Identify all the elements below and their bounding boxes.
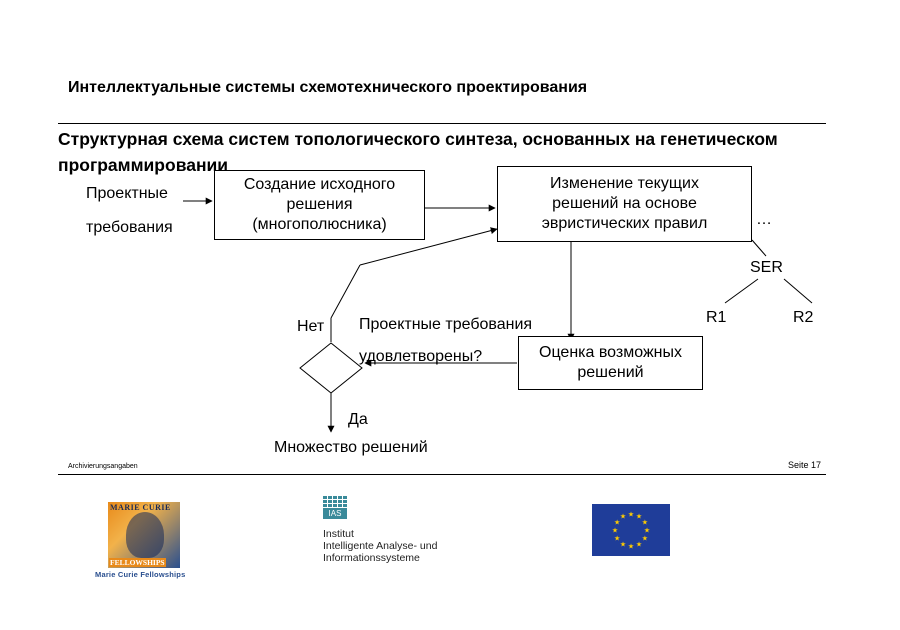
result-label: Множество решений (274, 439, 428, 456)
decision-label-line1: Проектные требования (359, 316, 533, 333)
ias-grid-icon (323, 496, 347, 507)
change-solutions-box: Изменение текущих решений на основе эври… (497, 166, 752, 242)
ser-label: SER (750, 259, 783, 276)
institute-line2: Intelligente Analyse- und (323, 540, 438, 552)
create-box-line2: решения (286, 196, 353, 213)
eu-star-icon: ★ (620, 513, 626, 521)
eu-star-icon: ★ (620, 540, 626, 548)
eu-star-icon: ★ (614, 519, 620, 527)
change-box-line1: Изменение текущих (550, 175, 699, 192)
r2-label: R2 (793, 309, 814, 326)
eval-box-line1: Оценка возможных (539, 344, 682, 361)
line-ser-to-r2 (783, 278, 813, 304)
footer-divider (58, 474, 826, 475)
ias-logo: IAS (323, 496, 349, 520)
arrow-no-to-change (359, 227, 498, 266)
eu-star-icon: ★ (612, 527, 618, 535)
page-number: Seite 17 (788, 460, 822, 470)
decision-diamond (299, 342, 363, 394)
ias-badge: IAS (323, 508, 347, 519)
mc-logo-top-text: MARIE CURIE (110, 503, 171, 512)
eu-star-icon: ★ (636, 513, 642, 521)
input-label-line1: Проектные (86, 185, 168, 202)
r1-label: R1 (706, 309, 727, 326)
institute-text: Institut Intelligente Analyse- und Infor… (323, 528, 437, 564)
line-change-to-ser (751, 239, 767, 257)
eu-flag: ★★★★★★★★★★★★ (592, 504, 670, 556)
line-ser-to-r1 (724, 278, 759, 304)
mc-logo-bottom-text: FELLOWSHIPS (109, 558, 166, 567)
institute-line1: Institut (323, 528, 354, 540)
eu-star-icon: ★ (628, 511, 634, 519)
ellipsis-label: … (756, 211, 772, 228)
create-solution-box: Создание исходного решения (многополюсни… (214, 170, 425, 240)
line-no-diagonal (330, 264, 361, 319)
evaluate-solutions-box: Оценка возможных решений (518, 336, 703, 390)
eu-star-icon: ★ (642, 519, 648, 527)
eu-star-icon: ★ (614, 535, 620, 543)
no-label: Нет (297, 318, 325, 335)
header-title: Интеллектуальные системы схемотехническо… (68, 79, 588, 96)
header-divider (58, 123, 826, 124)
input-label-line2: требования (86, 219, 173, 236)
yes-label: Да (348, 411, 368, 428)
create-box-line3: (многополюсника) (252, 216, 387, 233)
eu-star-icon: ★ (636, 540, 642, 548)
eu-star-icon: ★ (642, 535, 648, 543)
slide-title: Структурная схема систем топологического… (58, 129, 778, 175)
change-box-line3: эвристических правил (541, 215, 708, 232)
archive-note: Archivierungsangaben (68, 463, 138, 470)
create-box-line1: Создание исходного (243, 176, 396, 193)
marie-curie-logo: MARIE CURIE FELLOWSHIPS (108, 502, 180, 568)
eu-star-icon: ★ (644, 527, 650, 535)
institute-line3: Informationssysteme (323, 552, 420, 564)
eval-box-line2: решений (577, 364, 644, 381)
decision-label-line2: удовлетворены? (359, 348, 483, 365)
mc-caption: Marie Curie Fellowships (95, 570, 186, 579)
change-box-line2: решений на основе (552, 195, 697, 212)
portrait-shape (126, 512, 164, 558)
eu-star-icon: ★ (628, 543, 634, 551)
eu-stars-icon: ★★★★★★★★★★★★ (612, 511, 650, 551)
